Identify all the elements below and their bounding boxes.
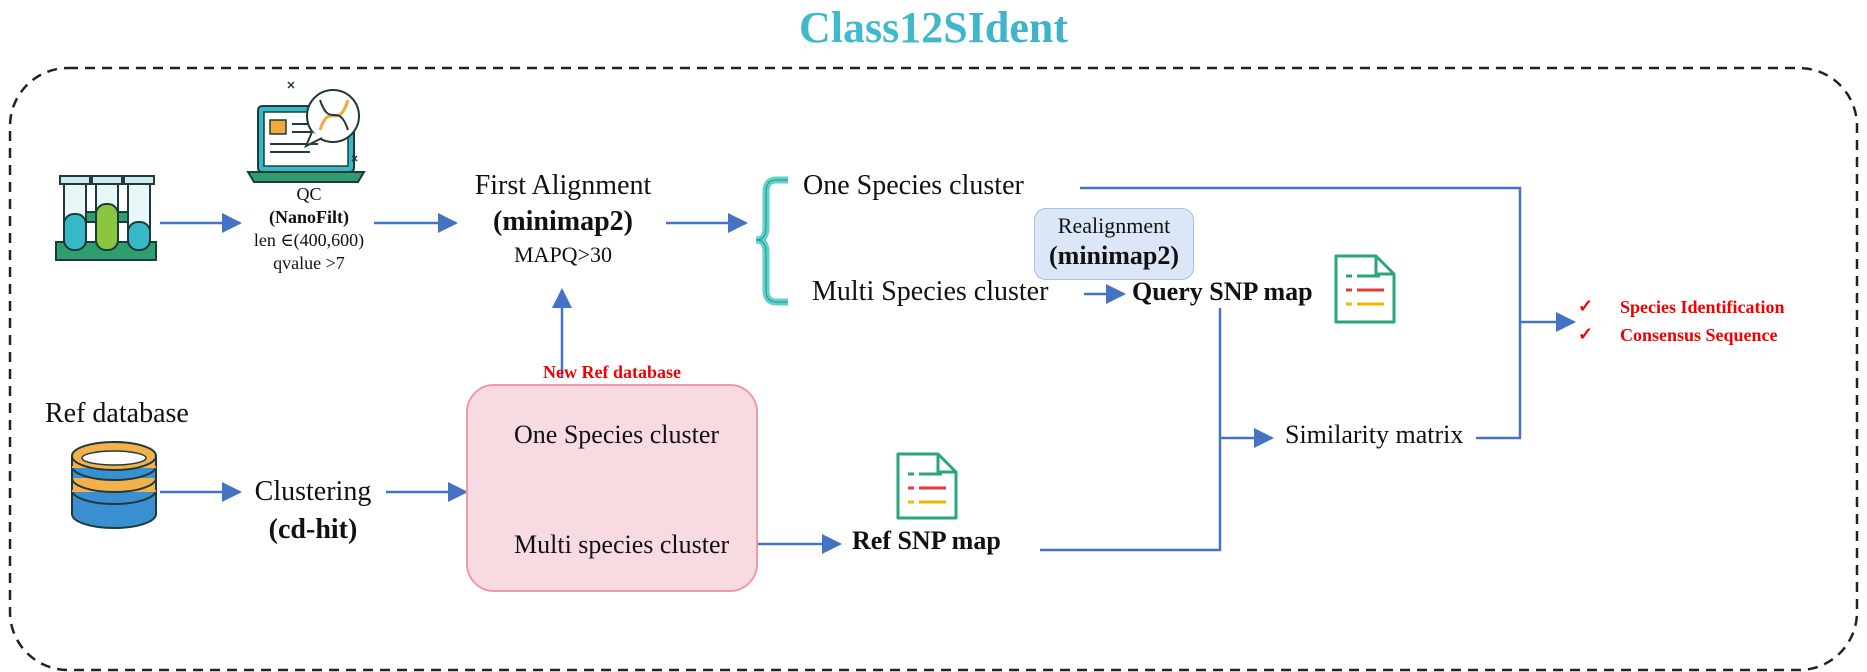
bottom-one-species-cluster: One Species cluster xyxy=(514,420,720,449)
output-check-2: ✓ xyxy=(1578,324,1594,344)
first-alignment-tool: (minimap2) xyxy=(493,206,633,237)
ref-snp-map: Ref SNP map xyxy=(852,526,1001,555)
new-ref-database-label: New Ref database xyxy=(543,362,681,382)
ref-database-label: Ref database xyxy=(45,398,189,429)
top-one-species-cluster: One Species cluster xyxy=(803,170,1024,201)
qc-length-filter: len ∈(400,600) xyxy=(253,230,365,250)
realignment-tool: (minimap2) xyxy=(1049,241,1179,270)
query-snp-document-icon xyxy=(1334,254,1396,324)
top-multi-species-cluster: Multi Species cluster xyxy=(812,276,1049,307)
qc-tool: (NanoFilt) xyxy=(269,207,349,227)
output-consensus-sequence: Consensus Sequence xyxy=(1620,325,1778,345)
line-similarity-to-output xyxy=(1476,320,1522,440)
output-check-1: ✓ xyxy=(1578,296,1594,316)
mapq-filter: MAPQ>30 xyxy=(514,242,612,267)
line-snp-maps-merge xyxy=(1040,308,1222,552)
laptop-dna-icon xyxy=(246,81,366,183)
clustering-tool: (cd-hit) xyxy=(268,514,358,545)
output-species-identification: Species Identification xyxy=(1620,297,1785,317)
database-icon xyxy=(71,441,157,529)
line-one-species-to-output xyxy=(1080,186,1522,320)
pipeline-frame xyxy=(8,66,1859,672)
diagram-title: Class12SIdent xyxy=(0,2,1867,53)
realignment-label: Realignment xyxy=(1057,213,1171,238)
qc-qvalue-filter: qvalue >7 xyxy=(273,253,345,273)
first-alignment-label: First Alignment xyxy=(474,170,652,201)
query-snp-map: Query SNP map xyxy=(1132,277,1313,306)
ref-snp-document-icon xyxy=(896,452,958,520)
similarity-matrix: Similarity matrix xyxy=(1285,420,1464,449)
realignment-box: Realignment (minimap2) xyxy=(1034,208,1194,280)
test-tubes-icon xyxy=(55,175,157,261)
qc-label: QC xyxy=(296,184,322,204)
bottom-multi-species-cluster: Multi species cluster xyxy=(514,530,730,559)
new-ref-database-box xyxy=(466,384,758,592)
clustering-label: Clustering xyxy=(254,476,372,507)
